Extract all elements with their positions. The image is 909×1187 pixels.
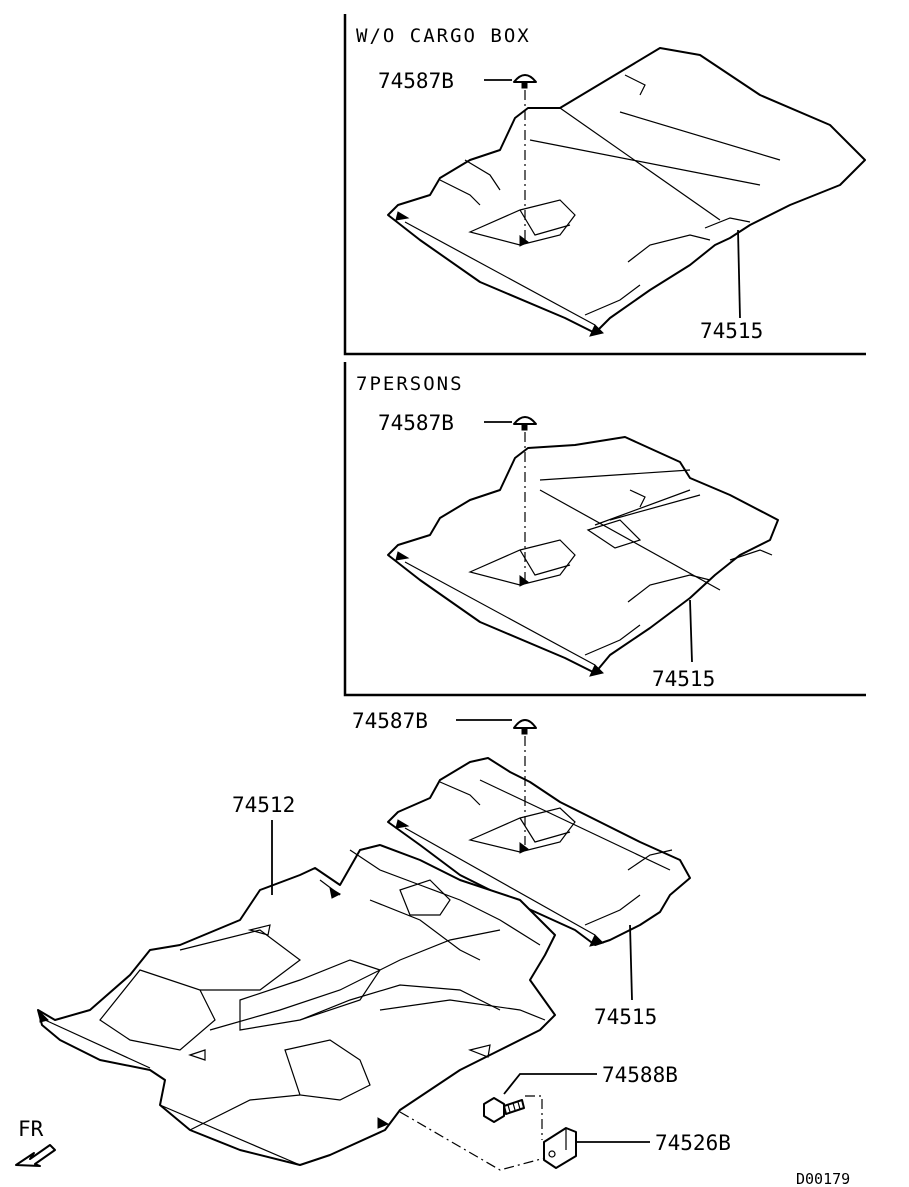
panel-frame xyxy=(343,14,866,356)
part-label-74587b: 74587B xyxy=(352,709,428,733)
panel-7persons: 7PERSONS 74587B 74515 xyxy=(343,362,866,697)
panel-header: W/O CARGO BOX xyxy=(356,25,531,47)
panel-frame xyxy=(343,362,866,697)
front-floor-carpet-illustration xyxy=(37,844,556,1166)
part-label-74588b: 74588B xyxy=(602,1063,678,1087)
direction-label: FR xyxy=(18,1117,44,1141)
part-label-74587b: 74587B xyxy=(378,411,454,435)
panel-header: 7PERSONS xyxy=(356,373,464,395)
rear-floor-carpet-illustration xyxy=(387,436,779,677)
part-label-74515: 74515 xyxy=(652,667,715,691)
push-clip-icon xyxy=(513,719,537,735)
part-label-74515: 74515 xyxy=(594,1005,657,1029)
main-assembly: 74587B 74512 74515 74588B 74526B FR xyxy=(15,709,850,1187)
front-direction-arrow-icon xyxy=(15,1144,56,1167)
bracket-icon xyxy=(543,1127,577,1169)
bolt-icon xyxy=(483,1097,525,1123)
rear-floor-carpet-illustration xyxy=(387,47,866,337)
part-label-74587b: 74587B xyxy=(378,69,454,93)
part-label-74512: 74512 xyxy=(232,793,295,817)
part-label-74515: 74515 xyxy=(700,319,763,343)
diagram-code: D00179 xyxy=(796,1170,850,1187)
rear-floor-carpet-illustration xyxy=(387,757,691,947)
part-label-74526b: 74526B xyxy=(655,1131,731,1155)
push-clip-icon xyxy=(513,416,537,431)
push-clip-icon xyxy=(513,74,537,89)
panel-wo-cargo-box: W/O CARGO BOX 74587B xyxy=(343,14,866,356)
